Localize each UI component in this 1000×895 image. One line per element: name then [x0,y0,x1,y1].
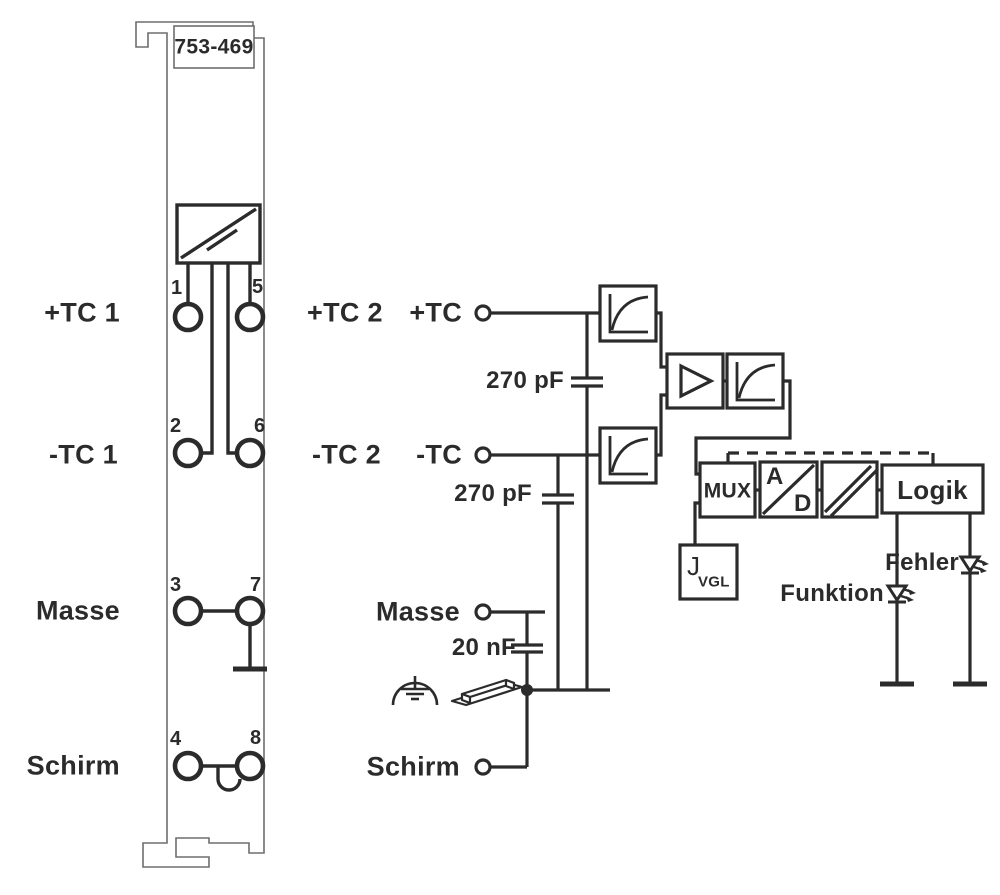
label-schirm-signal: Schirm [366,751,460,782]
label-minus-tc1: -TC 1 [49,439,118,470]
cap-masse-value: 20 nF [451,634,516,661]
terminal-1-circle [172,301,204,333]
terminal-1-number: 1 [171,277,183,299]
fehler-led-icon [958,555,989,575]
filter-box-plus [598,284,658,343]
ad-d-label: D [794,490,812,517]
terminal-4-circle [172,750,204,782]
filter-box-output [725,352,785,410]
cap-plus-value: 270 pF [486,367,564,394]
module-isolation-symbol [175,203,262,265]
minus-tc-terminal [474,446,492,464]
label-minus-tc2: -TC 2 [312,439,381,470]
logik-label: Logik [897,475,968,505]
ad-a-label: A [766,463,784,490]
led-outputs [880,513,989,687]
amplifier-box [665,352,725,410]
label-schirm-left: Schirm [26,750,120,781]
jvgl-box [678,543,739,601]
terminal-7-circle [234,595,266,627]
terminal-2-circle [172,437,204,469]
label-masse-signal: Masse [375,596,460,627]
terminal-5-number: 5 [252,276,264,298]
label-minus-tc: -TC [416,439,462,470]
module-internal-wiring [172,263,267,792]
fehler-label: Fehler [885,549,959,576]
jvgl-sub-label: VGL [698,573,730,591]
schirm-terminal [474,758,492,776]
terminal-6-circle [234,437,266,469]
jvgl-main-label: J [687,551,701,581]
filter-box-minus [598,426,658,485]
mux-box [698,461,757,519]
terminal-3-circle [172,595,204,627]
label-plus-tc1: +TC 1 [44,297,120,328]
terminal-7-number: 7 [250,574,262,596]
isolation-box [820,460,879,519]
terminal-3-number: 3 [170,574,182,596]
terminal-8-circle [234,750,266,782]
mux-label: MUX [703,479,752,503]
terminal-4-number: 4 [170,728,182,750]
cap-minus-value: 270 pF [454,480,532,507]
label-masse-left: Masse [35,595,120,626]
module-outline [135,21,265,868]
signal-lines [474,304,600,776]
control-dashed-line [726,451,935,464]
funktion-label: Funktion [780,580,884,607]
part-number-label: 753-469 [174,35,254,59]
terminal-8-number: 8 [250,727,262,749]
earth-symbol [391,676,439,706]
din-rail-icon [450,678,524,707]
capacitors [511,313,610,696]
analog-front-end [598,284,792,485]
label-plus-tc2: +TC 2 [307,297,383,328]
digital-chain [678,451,985,601]
terminal-6-number: 6 [254,415,266,437]
logik-box [880,463,985,515]
shield-hook-symbol [216,766,242,792]
funktion-led-icon [885,584,916,604]
label-plus-tc: +TC [409,297,462,328]
plus-tc-terminal [474,304,492,322]
terminal-5-circle [234,301,266,333]
part-number-box [173,25,255,69]
junction-dot [521,684,533,696]
masse-terminal [474,603,492,621]
terminal-2-number: 2 [170,415,182,437]
